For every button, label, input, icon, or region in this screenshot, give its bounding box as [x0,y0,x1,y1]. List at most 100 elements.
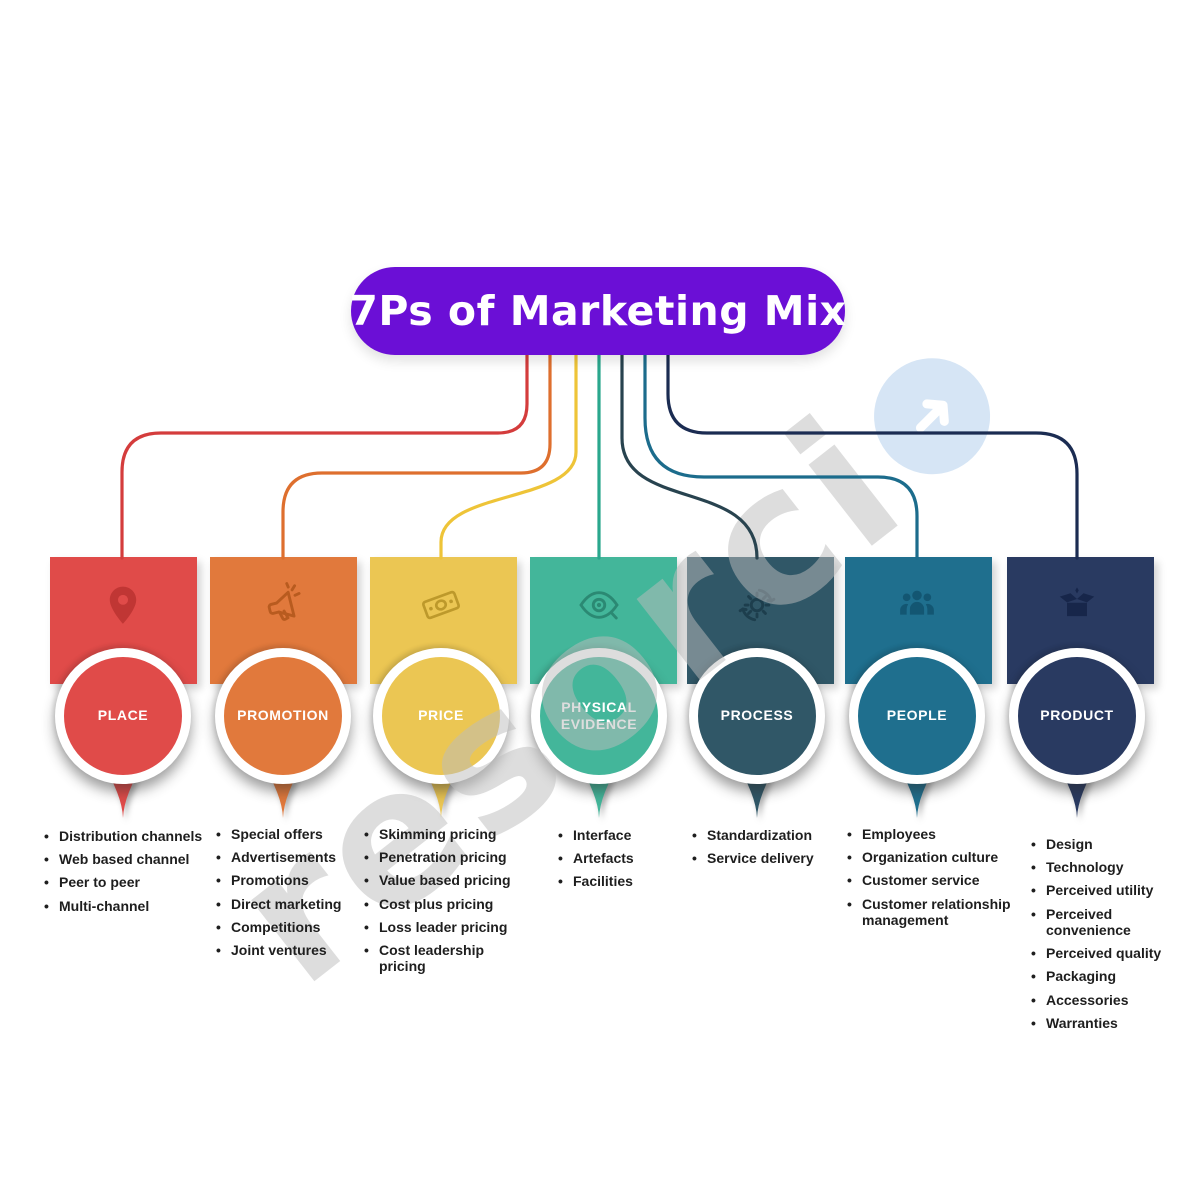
bullet-dot: • [847,826,852,842]
list-promotion: •Special offers•Advertisements•Promotion… [216,826,366,965]
bullet-dot: • [216,872,221,889]
bullet-dot: • [1031,836,1036,852]
list-item: •Joint ventures [216,942,366,958]
bullet-dot: • [364,872,369,889]
bullet-dot: • [364,849,369,866]
list-item-text: Standardization [707,827,813,843]
circle-label-physical-evidence: PHYSICAL EVIDENCE [560,698,638,733]
page-title: 7Ps of Marketing Mix [349,267,846,355]
list-item-text: Accessories [1046,991,1129,1008]
list-item-text: Cost leadership pricing [379,942,485,975]
list-item: • Cost leadership pricing [364,942,532,974]
eye-icon [576,582,622,628]
megaphone-icon [260,582,306,628]
circle-label-people: PEOPLE [886,707,948,724]
list-item-text: Multi-channel [59,897,150,914]
list-people: • Employees • Organization culture •Customer… [847,826,1027,935]
list-item: •Cost plus pricing [364,896,532,912]
list-item-text: Perceived utility [1046,882,1154,899]
connector-place [120,353,529,560]
list-item: •Distribution channels [44,828,204,844]
bullet-dot: • [216,942,221,959]
list-item: • Competitions [216,919,366,935]
bullet-dot: • [216,849,221,866]
circle-label-place: PLACE [97,707,149,724]
circle-label-process: PROCESS [720,707,794,724]
bullet-dot: • [216,918,221,935]
list-item-text: Special offers [231,826,323,842]
list-physical-evidence: •Interface•Artefacts•Facilities [558,827,684,897]
bullet-dot: • [847,849,852,866]
list-item-text: Skimming pricing [379,826,497,842]
list-item-text: Distribution channels [59,828,203,844]
list-item: • Promotions [216,872,366,888]
list-item-text: Advertisements [231,849,337,866]
connector-price [439,353,578,560]
list-item-text: Packaging [1046,968,1117,985]
list-item: • Design [1031,836,1179,852]
bullet-dot: • [1031,991,1036,1008]
circle-promotion: PROMOTION [215,648,351,784]
list-item: • Organization culture [847,849,1027,865]
list-item: •Artefacts [558,850,684,866]
circle-product: PRODUCT [1009,648,1145,784]
list-item-text: Competitions [231,918,321,935]
arrow-up-right-icon [850,334,1014,498]
list-item-text: Interface [573,827,632,843]
list-item: • Perceived utility [1031,882,1179,898]
list-item-text: Peer to peer [59,874,140,891]
list-item: • Warranties [1031,1015,1179,1031]
list-item: •Value based pricing [364,872,532,888]
list-item-text: Employees [862,826,936,842]
bullet-dot: • [44,874,49,891]
list-item-text: Artefacts [573,850,634,867]
list-item: •Customer service [847,872,1027,888]
list-item: • Penetration pricing [364,849,532,865]
list-product: •Design•Technology•Perceived utility•Per… [1031,836,1179,1038]
list-item-text: Cost plus pricing [379,895,494,912]
bullet-dot: • [558,873,563,890]
bullet-dot: • [44,897,49,914]
bullet-dot: • [1031,1014,1036,1031]
circle-label-price: PRICE [418,707,464,724]
bullet-dot: • [1031,905,1036,922]
list-item-text: Organization culture [862,849,999,866]
list-item: • Multi-channel [44,898,204,914]
list-item-text: Design [1046,836,1093,852]
bullet-dot: • [44,851,49,868]
list-item: •Skimming pricing [364,826,532,842]
list-item-text: Warranties [1046,1014,1118,1031]
bullet-dot: • [364,918,369,935]
list-item: • Standardization [692,827,844,843]
list-item: •Web based channel [44,851,204,867]
list-item-text: Customer service [862,872,980,889]
list-item: •Direct marketing [216,896,366,912]
list-item: •Interface [558,827,684,843]
list-item: • Perceived convenience [1031,906,1179,938]
circle-label-promotion: PROMOTION [237,707,329,724]
bullet-dot: • [1031,859,1036,876]
list-item-text: Penetration pricing [379,849,507,866]
list-item: •Perceived quality [1031,945,1179,961]
list-item-text: Loss leader pricing [379,918,508,935]
list-item-text: Perceived convenience [1046,905,1131,938]
people-group-icon [894,582,940,628]
list-price: •Skimming pricing•Penetration pricing•Va… [364,826,532,982]
list-item: •Customer relationship management [847,896,1027,928]
circle-process: PROCESS [689,648,825,784]
bullet-dot: • [1031,945,1036,962]
list-item: •Special offers [216,826,366,842]
circle-people: PEOPLE [849,648,985,784]
circle-price: PRICE [373,648,509,784]
list-item: • Packaging [1031,968,1179,984]
list-item: •Service delivery [692,850,844,866]
connector-product [666,353,1079,560]
bullet-dot: • [1031,882,1036,899]
bullet-dot: • [692,850,697,867]
bullet-dot: • [692,827,697,843]
list-item-text: Customer relationship management [862,895,1011,928]
bullet-dot: • [1031,968,1036,985]
list-item-text: Promotions [231,872,309,889]
bullet-dot: • [364,942,369,959]
